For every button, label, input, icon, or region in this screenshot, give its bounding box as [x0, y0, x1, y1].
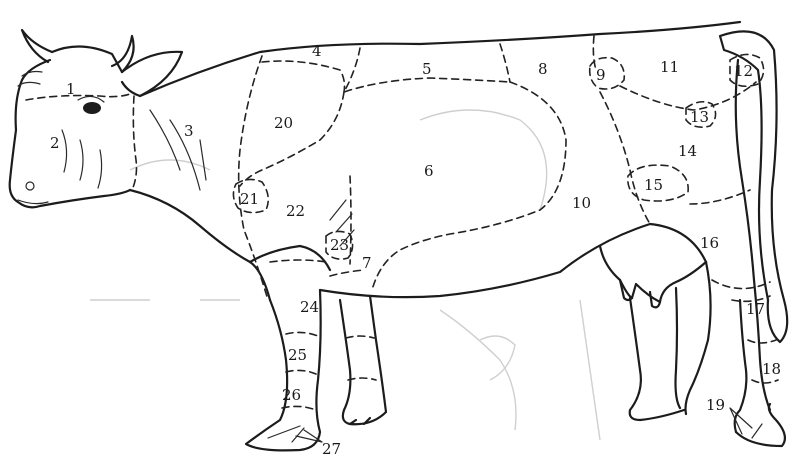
- boundary-front-leg-25-26: [286, 370, 316, 374]
- boundary-17: [712, 280, 770, 301]
- label-region-18: 18: [762, 360, 781, 378]
- boundary-front-leg-24-25: [286, 332, 318, 336]
- front-leg-far: [340, 296, 386, 424]
- label-region-24: 24: [300, 298, 319, 316]
- boundary-14: [600, 92, 650, 224]
- label-region-10: 10: [572, 194, 591, 212]
- cow-outline: [10, 22, 788, 450]
- back-line: [140, 22, 740, 96]
- boundary-face: [26, 94, 130, 100]
- hind-hoof: [736, 404, 785, 446]
- belly-outline: [320, 224, 706, 297]
- label-region-19: 19: [706, 396, 725, 414]
- label-region-15: 15: [644, 176, 663, 194]
- label-region-1: 1: [66, 80, 76, 98]
- label-region-6: 6: [424, 162, 434, 180]
- background-ghost-drawing: [90, 110, 600, 440]
- label-region-9: 9: [596, 66, 606, 84]
- nostril: [26, 182, 34, 190]
- label-region-13: 13: [690, 108, 709, 126]
- label-region-5: 5: [422, 60, 432, 78]
- label-region-11: 11: [660, 58, 679, 76]
- label-region-2: 2: [50, 134, 60, 152]
- boundary-head-neck: [132, 96, 137, 190]
- label-region-4: 4: [312, 42, 322, 60]
- label-region-3: 3: [184, 122, 194, 140]
- region-boundaries: [26, 36, 778, 410]
- label-region-20: 20: [274, 114, 293, 132]
- boundary-20-6: [240, 92, 344, 186]
- rump-outline: [736, 60, 770, 410]
- boundary-16: [690, 190, 750, 204]
- label-region-26: 26: [282, 386, 301, 404]
- label-region-17: 17: [746, 300, 765, 318]
- boundary-6: [372, 82, 566, 290]
- label-region-14: 14: [678, 142, 697, 160]
- boundary-7: [330, 270, 364, 276]
- eye: [83, 102, 101, 114]
- region-labels: 1 2 3 4 5 6 7 8 9 10 11 12 13 14 15 16 1…: [50, 42, 781, 458]
- label-region-7: 7: [362, 254, 372, 272]
- label-region-21: 21: [240, 190, 259, 208]
- label-region-12: 12: [734, 62, 753, 80]
- label-region-16: 16: [700, 234, 719, 252]
- pointer-19: [730, 408, 752, 434]
- boundary-8: [500, 36, 596, 82]
- boundary-withers: [262, 61, 345, 92]
- label-region-25: 25: [288, 346, 307, 364]
- label-region-8: 8: [538, 60, 548, 78]
- label-region-27: 27: [322, 440, 341, 458]
- label-region-22: 22: [286, 202, 305, 220]
- udder: [600, 246, 706, 302]
- label-region-23: 23: [330, 236, 349, 254]
- boundary-front-leg-26-27: [282, 406, 316, 410]
- left-horn: [22, 30, 52, 62]
